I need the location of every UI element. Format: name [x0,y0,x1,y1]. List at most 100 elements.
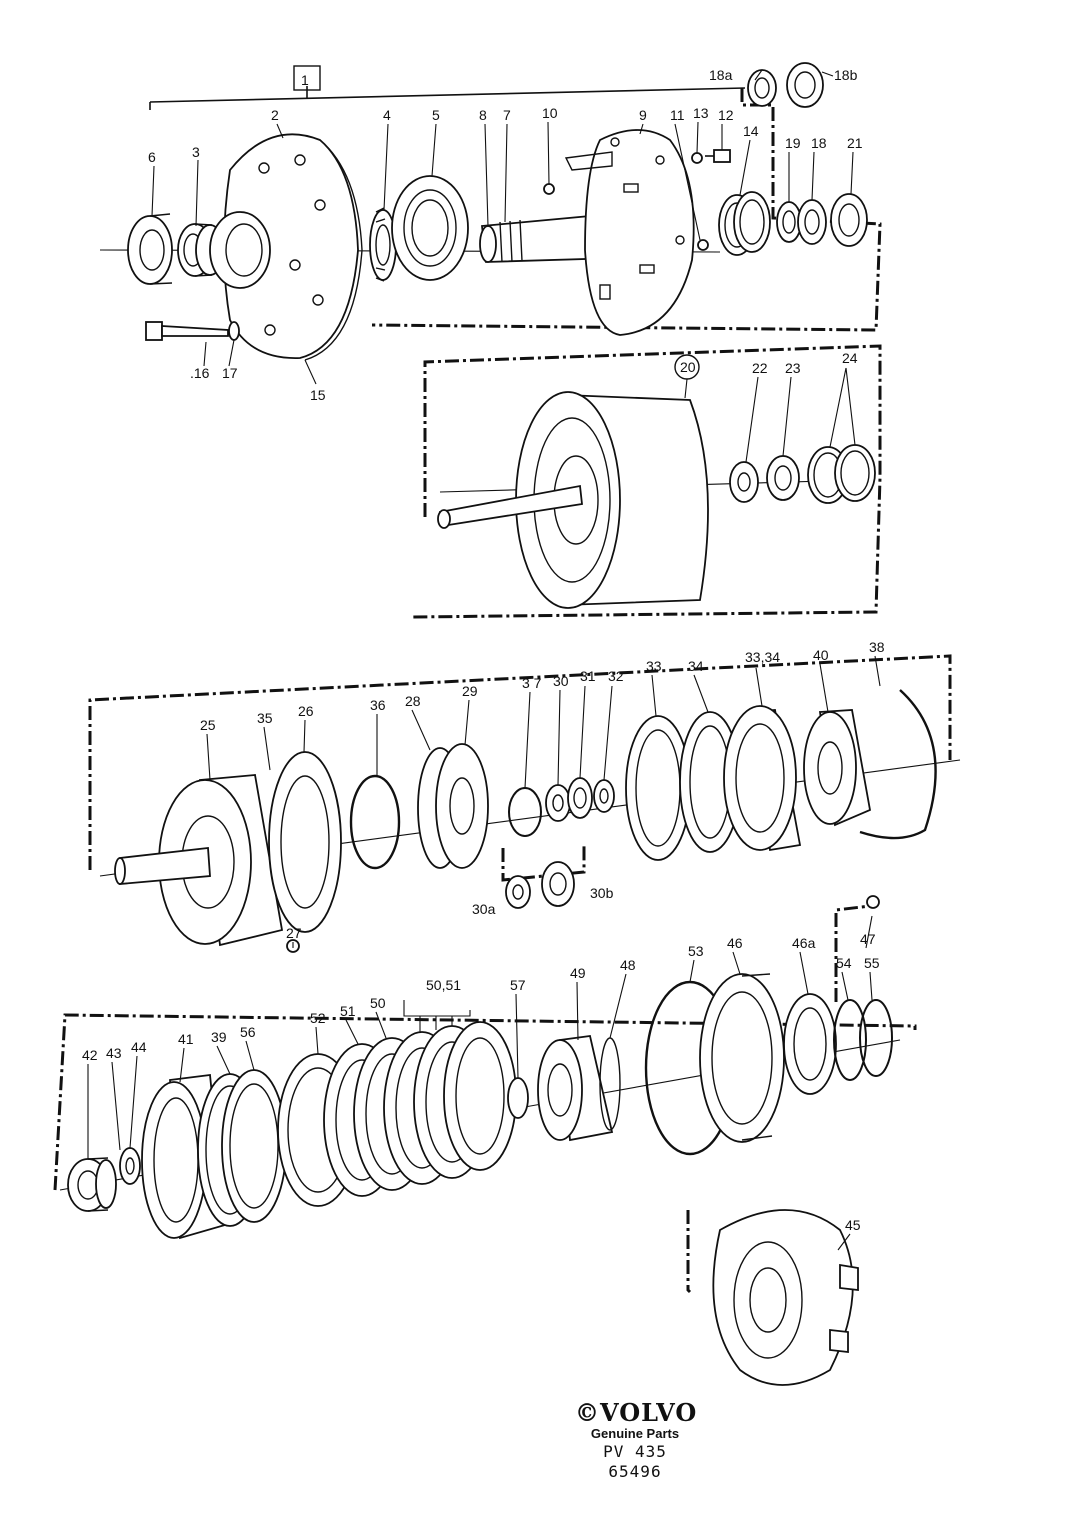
part-17-washer [228,321,240,341]
callout-46a: 46a [792,935,816,951]
callout-51: 51 [340,1003,356,1019]
leader-lines [87,69,881,1251]
part-30b-bearing [541,861,575,907]
part-49-hub [537,1034,614,1142]
callout-18: 18 [811,135,827,151]
part-46-piston [699,973,785,1143]
callout-30a: 30a [472,901,496,917]
part-24-seal-rings [807,444,876,504]
callout-3: 3 [192,144,200,160]
group-1-box [293,65,321,91]
part-55-ring [859,999,893,1077]
callout-33-34: 33,34 [745,649,780,665]
callout-49: 49 [570,965,586,981]
part-48-sprag [599,1037,621,1131]
callout-20: 20 [680,359,696,375]
callout-30: 30 [553,673,569,689]
part-12-bolt [705,149,731,163]
part-36-o-ring [349,774,401,870]
callout-29: 29 [462,683,478,699]
part-23-bearing [766,455,800,501]
callout-16: .16 [190,365,210,381]
callout-6: 6 [148,149,156,165]
callout-52: 52 [310,1010,326,1026]
part-33-34-clutch-pack [723,705,802,852]
part-56-plate [221,1069,287,1223]
part-22-washer [729,461,759,503]
callout-19: 19 [785,135,801,151]
callout-10: 10 [542,105,558,121]
callout-1: 1 [301,72,309,88]
part-18-bearing [797,199,827,245]
part-54-ring [833,999,867,1081]
callout-13: 13 [693,105,709,121]
callout-30b: 30b [590,885,614,901]
callout-28: 28 [405,693,421,709]
part-30a-washer [505,875,531,909]
part-37-ring [508,787,542,837]
part-47-plug [866,895,880,909]
part-38-snap-ring [859,689,937,840]
part-21-washer [830,193,868,247]
group-41-rear-clutch [53,895,917,1240]
callout-38: 38 [869,639,885,655]
callout-9: 9 [639,107,647,123]
callout-48: 48 [620,957,636,973]
part-18a-washer [747,69,777,107]
callout-2: 2 [271,107,279,123]
part-18b-bearing [786,62,824,108]
part-25-clutch-drum [114,774,284,947]
callout-21: 21 [847,135,863,151]
callout-36: 36 [370,697,386,713]
callout-32: 32 [608,668,624,684]
callout-labels: 1 2 3 4 5 6 7 8 9 10 11 12 13 14 15 .16 … [82,67,885,1233]
callout-54: 54 [836,955,852,971]
callout-4: 4 [383,107,391,123]
part-28-29-clutch-hub [417,743,489,869]
part-catalog-code: PV 435 65496 [603,1442,667,1481]
callout-41: 41 [178,1031,194,1047]
group-45-carrier [686,1209,859,1386]
part-32-washer [593,779,615,813]
group-1-pump-assembly [99,62,882,361]
part-6-seal [127,213,173,285]
callout-35: 35 [257,710,273,726]
callout-5: 5 [432,107,440,123]
volvo-logo: ©VOLVO [575,1398,698,1427]
callout-22: 22 [752,360,768,376]
callout-11: 11 [670,107,685,123]
part-40-clutch-hub [803,709,872,827]
part-44-bearing [119,1147,141,1185]
callout-27: 27 [286,925,302,941]
part-42-washer [67,1157,117,1212]
callout-18a: 18a [709,67,733,83]
callout-42: 42 [82,1047,98,1063]
callout-26: 26 [298,703,314,719]
part-5-outer-gear [391,175,469,281]
part-20-torque-converter [437,391,709,609]
part-26-piston [268,751,342,933]
callout-23: 23 [785,360,801,376]
part-7-stator-shaft [479,213,620,263]
callout-45: 45 [845,1217,861,1233]
part-31-bearing [567,777,593,819]
part-14-seal-rings [718,191,771,256]
callout-46: 46 [727,935,743,951]
callout-40: 40 [813,647,829,663]
callout-8: 8 [479,107,487,123]
callout-25: 25 [200,717,216,733]
group-20-torque-converter [411,344,882,619]
callout-44: 44 [131,1039,147,1055]
callout-34: 34 [688,658,704,674]
callout-15: 15 [310,387,326,403]
callout-33: 33 [646,658,662,674]
part-2-pump-body [209,133,363,361]
part-46a-seal [783,993,837,1095]
part-45-planet-carrier [712,1209,859,1386]
callout-14: 14 [743,123,759,139]
callout-50-51: 50,51 [426,977,461,993]
callout-39: 39 [211,1029,227,1045]
callout-31: 31 [580,668,596,684]
part-11-pin [697,239,709,251]
